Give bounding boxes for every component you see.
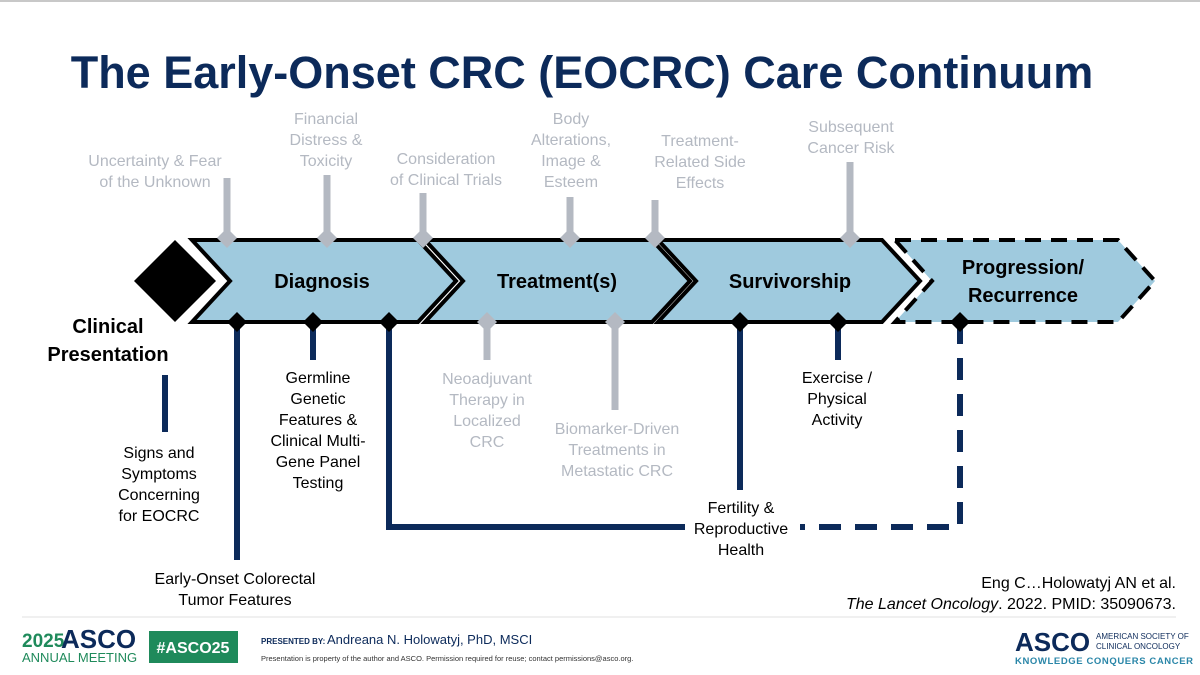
stage-survivorship: Survivorship — [729, 271, 851, 293]
clinical-presentation-label-2: Presentation — [47, 344, 168, 366]
meeting-brand: ASCO — [61, 624, 136, 654]
label: Financial — [294, 111, 358, 128]
label: Related Side — [654, 154, 746, 171]
asco-full-2: CLINICAL ONCOLOGY — [1096, 642, 1181, 651]
label: Tumor Features — [178, 592, 291, 609]
asco-tagline: KNOWLEDGE CONQUERS CANCER — [1015, 656, 1194, 667]
copyright-notice: Presentation is property of the author a… — [261, 654, 633, 663]
label: Symptoms — [121, 466, 197, 483]
citation-journal: The Lancet Oncology — [846, 596, 999, 613]
progression-arrow — [890, 238, 1158, 324]
stage-treatments: Treatment(s) — [497, 271, 617, 293]
label: Activity — [812, 412, 863, 429]
label: for EOCRC — [119, 508, 200, 525]
page-title: The Early-Onset CRC (EOCRC) Care Continu… — [71, 47, 1094, 98]
label: Uncertainty & Fear — [88, 153, 222, 170]
label: Distress & — [290, 132, 363, 149]
clinical-presentation-label: Clinical — [72, 316, 143, 338]
citation-authors: Eng C…Holowatyj AN et al. — [981, 575, 1176, 592]
label: Biomarker-Driven — [555, 421, 679, 438]
grey-diamond-markers — [217, 228, 860, 332]
label: Treatments in — [568, 442, 665, 459]
label: Early-Onset Colorectal — [155, 571, 316, 588]
label: Effects — [676, 175, 725, 192]
stage-recurrence: Recurrence — [968, 285, 1078, 307]
label: Cancer Risk — [807, 140, 895, 157]
label: Features & — [279, 412, 358, 429]
navy-diamond-markers — [227, 312, 970, 332]
label: of the Unknown — [99, 174, 210, 191]
hashtag: #ASCO25 — [157, 640, 230, 657]
label: Toxicity — [300, 153, 352, 170]
label: Therapy in — [449, 392, 525, 409]
label: Image & — [541, 153, 601, 170]
asco-logo: ASCO — [1015, 627, 1090, 657]
label: Neoadjuvant — [442, 371, 532, 388]
label: Health — [718, 542, 764, 559]
label: Genetic — [290, 391, 345, 408]
label: Clinical Multi- — [270, 433, 365, 450]
survivorship-arrow — [653, 238, 923, 324]
meeting-sub: ANNUAL MEETING — [22, 650, 137, 665]
label: of Clinical Trials — [390, 172, 502, 189]
label: Body — [553, 111, 589, 128]
label: Fertility & — [708, 500, 775, 517]
label: Testing — [293, 475, 344, 492]
label: Metastatic CRC — [561, 463, 673, 480]
presented-by-label: PRESENTED BY: — [261, 637, 325, 646]
label: Esteem — [544, 174, 598, 191]
presenter-name: Andreana N. Holowatyj, PhD, MSCI — [327, 632, 532, 647]
top-labels: Uncertainty & Fear of the Unknown Financ… — [88, 111, 895, 192]
label: Physical — [807, 391, 867, 408]
label: Signs and — [123, 445, 194, 462]
label: Exercise / — [802, 370, 873, 387]
citation-source: The Lancet Oncology. 2022. PMID: 3509067… — [846, 596, 1176, 613]
label: Consideration — [397, 151, 496, 168]
label: Germline — [286, 370, 351, 387]
label: Subsequent — [808, 119, 894, 136]
bottom-grey-labels: Neoadjuvant Therapy in Localized CRC Bio… — [442, 371, 679, 480]
label: Gene Panel — [276, 454, 361, 471]
asco-full-1: AMERICAN SOCIETY OF — [1096, 632, 1189, 641]
label: Treatment- — [661, 133, 739, 150]
label: CRC — [470, 434, 505, 451]
label: Localized — [453, 413, 521, 430]
clinical-presentation-diamond — [134, 240, 216, 322]
hashtag-badge — [149, 631, 238, 663]
bottom-labels: Signs and Symptoms Concerning for EOCRC … — [118, 370, 873, 609]
citation-rest: . 2022. PMID: 35090673. — [998, 596, 1176, 613]
label: Alterations, — [531, 132, 611, 149]
top-border — [0, 0, 1200, 2]
meeting-year: 2025 — [22, 631, 65, 652]
label: Reproductive — [694, 521, 788, 538]
stage-diagnosis: Diagnosis — [274, 271, 370, 293]
stage-progression: Progression/ — [962, 257, 1085, 279]
label: Concerning — [118, 487, 200, 504]
